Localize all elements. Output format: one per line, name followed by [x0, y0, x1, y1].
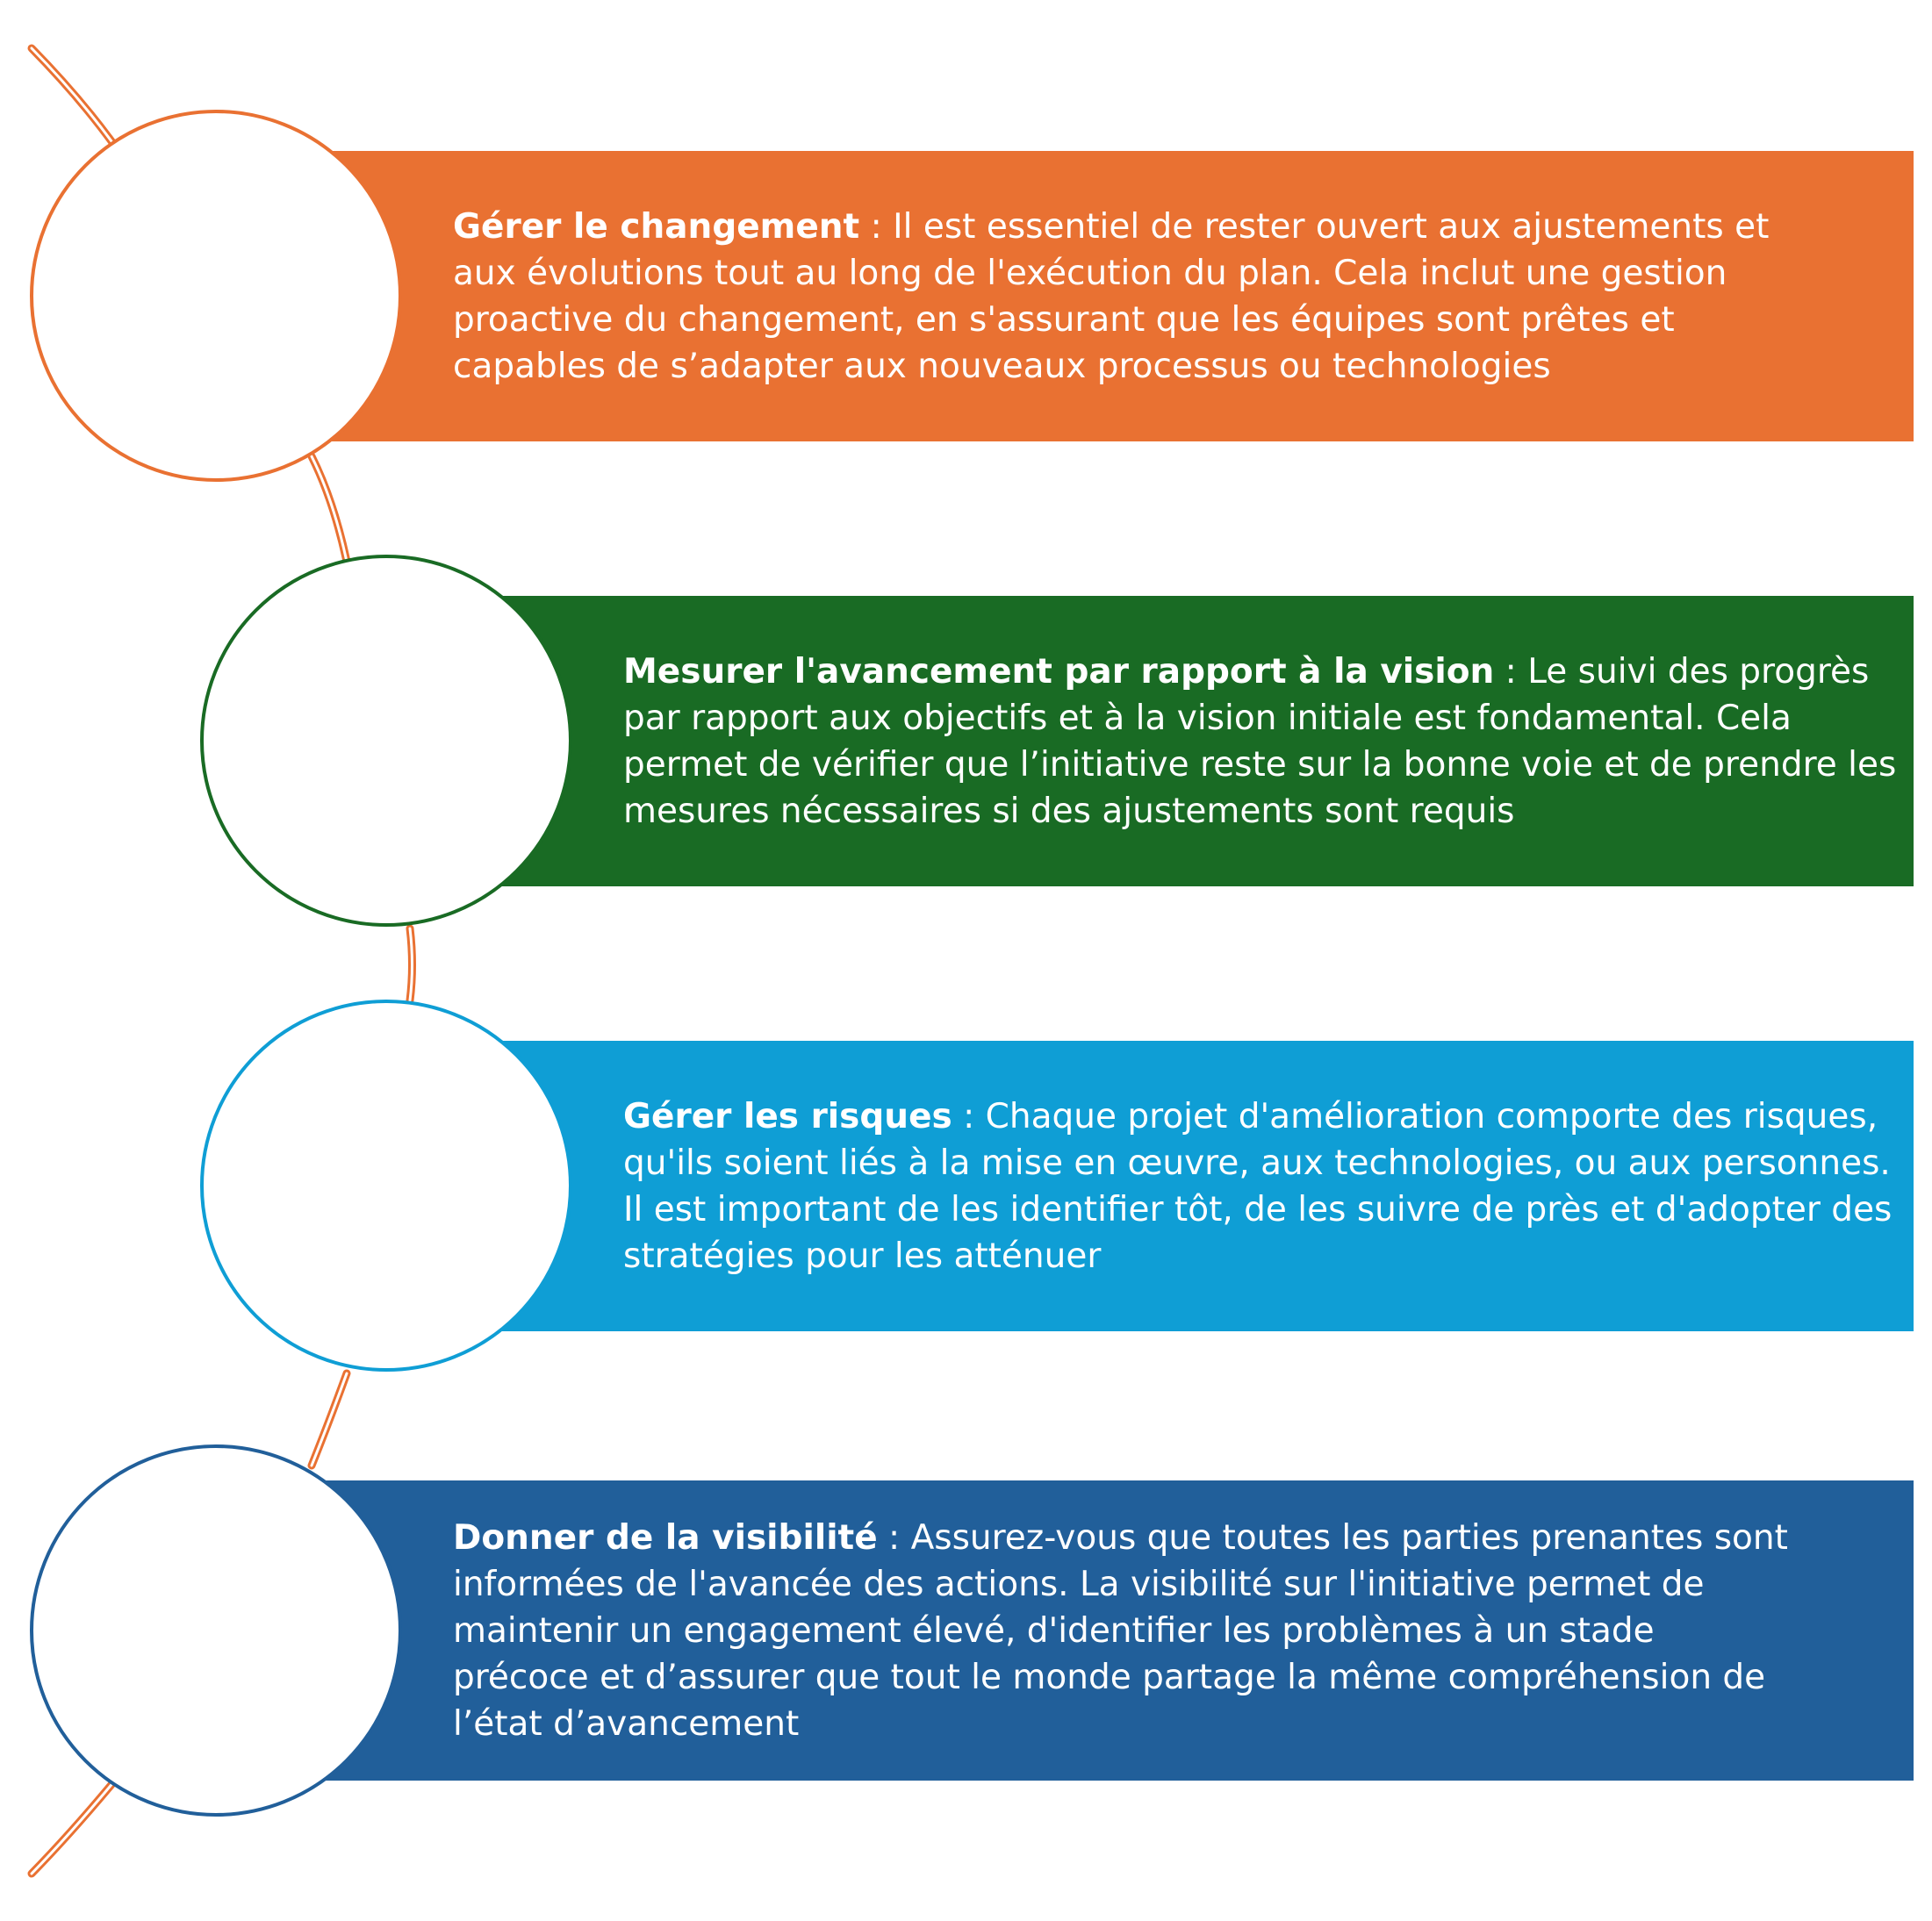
- step-separator: :: [1494, 651, 1528, 692]
- step-card-visibility: Donner de la visibilité : Assurez-vous q…: [325, 1480, 1914, 1781]
- step-body: Le suivi des progrès par rapport aux obj…: [623, 651, 1897, 831]
- step-title: Gérer le changement: [453, 206, 860, 247]
- step-circle-progress: [200, 555, 572, 927]
- step-title: Gérer les risques: [623, 1096, 952, 1136]
- step-body: Il est essentiel de rester ouvert aux aj…: [453, 206, 1770, 386]
- step-body: Chaque projet d'amélioration comporte de…: [623, 1096, 1892, 1276]
- step-card-change: Gérer le changement : Il est essentiel d…: [325, 151, 1914, 441]
- step-text: Donner de la visibilité : Assurez-vous q…: [453, 1515, 1796, 1747]
- step-text: Gérer le changement : Il est essentiel d…: [453, 204, 1796, 390]
- step-circle-change: [30, 110, 402, 482]
- step-title: Donner de la visibilité: [453, 1517, 878, 1558]
- connector-line-inner: [30, 47, 413, 1875]
- step-separator: :: [859, 206, 894, 247]
- step-text: Mesurer l'avancement par rapport à la vi…: [623, 649, 1914, 835]
- step-separator: :: [952, 1096, 986, 1136]
- step-separator: :: [877, 1517, 911, 1558]
- step-circle-visibility: [30, 1444, 402, 1817]
- step-body: Assurez-vous que toutes les parties pren…: [453, 1517, 1788, 1744]
- step-card-progress: Mesurer l'avancement par rapport à la vi…: [492, 596, 1914, 886]
- step-title: Mesurer l'avancement par rapport à la vi…: [623, 651, 1495, 692]
- step-circle-risks: [200, 1000, 572, 1372]
- step-card-risks: Gérer les risques : Chaque projet d'amél…: [492, 1041, 1914, 1331]
- step-text: Gérer les risques : Chaque projet d'amél…: [623, 1093, 1914, 1279]
